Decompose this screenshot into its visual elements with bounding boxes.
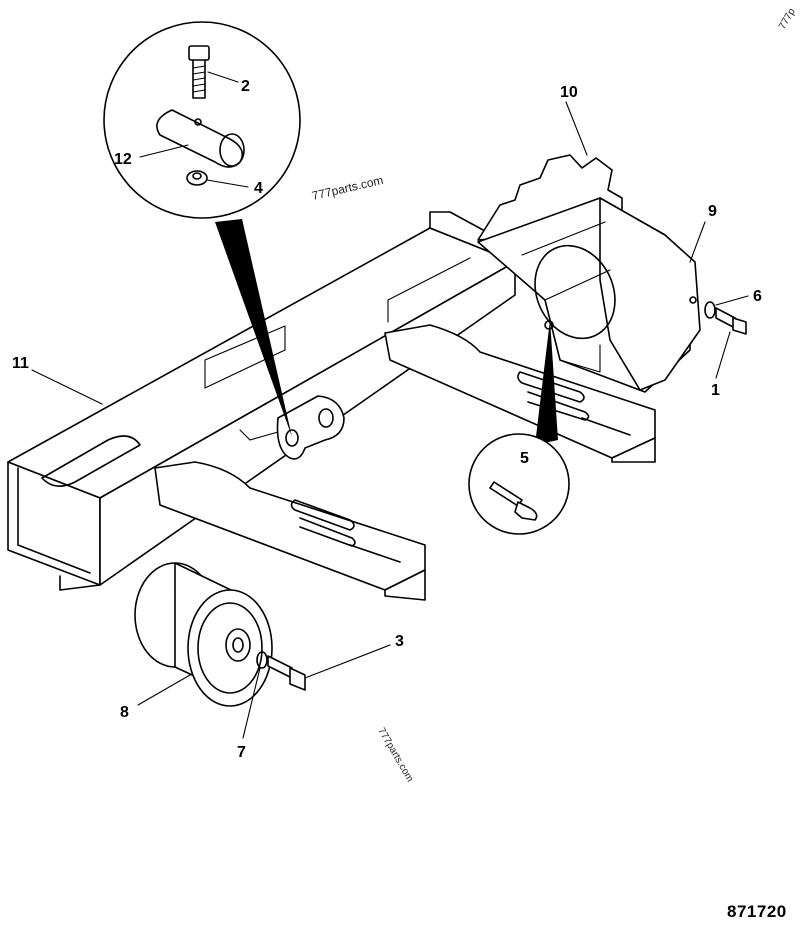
callout-1: 1 [711,382,720,399]
watermark-main: 777parts.com [311,173,385,203]
leader-lines [31,71,749,739]
callout-2: 2 [241,78,250,95]
callout-7: 7 [237,744,246,761]
callout-9: 9 [708,203,717,220]
callout-3: 3 [395,633,404,650]
rear-outrigger-arm [384,324,656,463]
callout-12: 12 [114,151,132,168]
callout-4: 4 [254,180,263,197]
front-outrigger-arm [154,461,426,601]
detail-circle-pin [103,21,301,437]
drawing-number: 871720 [727,902,787,921]
callout-6: 6 [753,288,762,305]
callout-5: 5 [520,450,529,467]
callout-8: 8 [120,704,129,721]
drive-housing [477,154,701,393]
roller-wheel [134,562,273,707]
callout-10: 10 [560,84,578,101]
bolt-1 [704,301,747,335]
watermark-lower: 777parts.com [375,726,415,784]
bolt-3 [256,651,306,691]
callout-labels: 1 2 3 4 5 6 7 8 9 10 11 12 [12,78,762,761]
watermark-corner: 777p [777,6,798,31]
hinge-bracket [239,395,345,460]
callout-11: 11 [12,355,29,372]
detail-circle-bolt-5 [468,320,570,535]
